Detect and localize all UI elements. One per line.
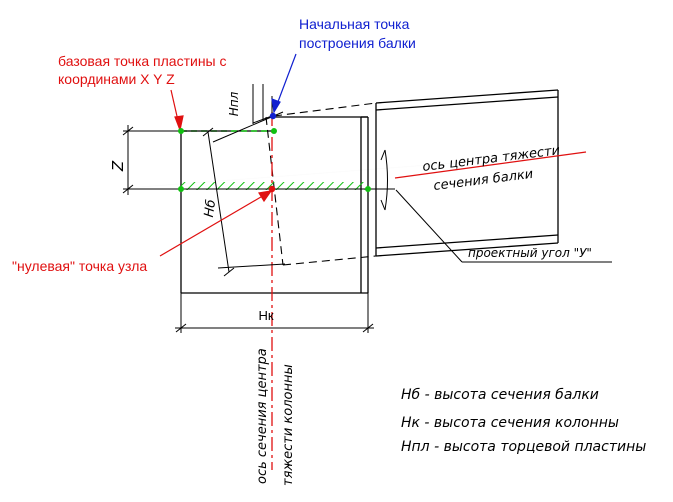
design-angle-marker (380, 149, 612, 263)
base-point-green (178, 128, 184, 134)
legend-item-npl: Нпл - высота торцевой пластины (401, 439, 646, 455)
beam (375, 89, 559, 257)
projection-bottom (282, 255, 377, 266)
dim-nb-tick-bottom (223, 267, 235, 277)
plate-corner-green (271, 128, 277, 134)
start-point-label-line-1: Начальная точка (299, 16, 410, 32)
blue-leader (271, 53, 297, 114)
beam-axis-red (394, 151, 587, 179)
beam-bottom-flange-outer (375, 242, 559, 257)
zero-point-arrowhead (258, 190, 273, 203)
axis-point-green-left (178, 186, 184, 192)
dim-nb-line (207, 131, 230, 273)
dim-z-tick-bottom (122, 184, 134, 194)
zero-point-leader (159, 193, 267, 257)
legend-item-nb: Нб - высота сечения балки (401, 387, 599, 403)
dim-nk-tick-left (175, 323, 187, 333)
column-axis-label: ось сечения центра тяжести колонны (255, 348, 296, 486)
dim-nb-label: Нб (202, 199, 219, 219)
projection-top (273, 102, 377, 117)
dim-nk-tick-right (362, 323, 374, 333)
dim-nk (175, 293, 374, 333)
dim-z (122, 125, 181, 195)
design-angle-leader (395, 189, 463, 263)
dim-npl (181, 84, 284, 143)
dim-nb-ext-bottom (217, 263, 286, 269)
start-point-leader (275, 53, 297, 108)
zero-point-label: "нулевая" точка узла (12, 258, 147, 274)
legend-item-nk: Нк - высота сечения колонны (401, 415, 619, 431)
axis-point-green-right (365, 186, 371, 192)
design-angle-arrow-bottom (380, 199, 386, 211)
dim-npl-label: Нпл (227, 91, 241, 116)
projection-end (265, 116, 284, 266)
red-leaders (159, 89, 273, 257)
dim-z-tick-top (122, 126, 134, 136)
beam-bottom-flange-inner (375, 234, 559, 249)
base-point-label: базовая точка пластины с координами X Y … (58, 53, 227, 87)
zero-point-red (268, 185, 276, 193)
base-point-label-line-1: базовая точка пластины с (58, 53, 227, 69)
start-point-label: Начальная точка построения балки (299, 16, 416, 51)
beam-axis-hatching (181, 182, 368, 190)
beam-axis-label-line-1: ось центра тяжести (422, 143, 561, 175)
start-point-arrowhead (271, 98, 281, 114)
design-angle-arc (384, 149, 388, 211)
beam-top-flange-inner (375, 96, 559, 111)
design-angle-arrow-top (380, 149, 386, 161)
base-point-label-line-2: координами X Y Z (58, 71, 175, 87)
beam-axis-label: ось центра тяжести сечения балки (422, 143, 561, 194)
column-axis-label-line-1: ось сечения центра (255, 348, 270, 484)
dim-z-label: Z (109, 160, 127, 172)
start-point-label-line-2: построения балки (299, 35, 416, 51)
legend: Нб - высота сечения балки Нк - высота се… (401, 387, 646, 455)
design-angle-label: проектный угол "У" (468, 246, 592, 260)
start-point-blue (269, 112, 277, 120)
dim-nb-tick-top (202, 127, 214, 137)
column-axis-label-line-2: тяжести колонны (281, 364, 296, 486)
dim-nb (202, 127, 286, 277)
dim-nk-label: Нк (258, 308, 273, 323)
base-point-arrowhead (174, 115, 184, 133)
beam-projection (265, 102, 377, 266)
beam-top-flange-outer (375, 89, 559, 104)
